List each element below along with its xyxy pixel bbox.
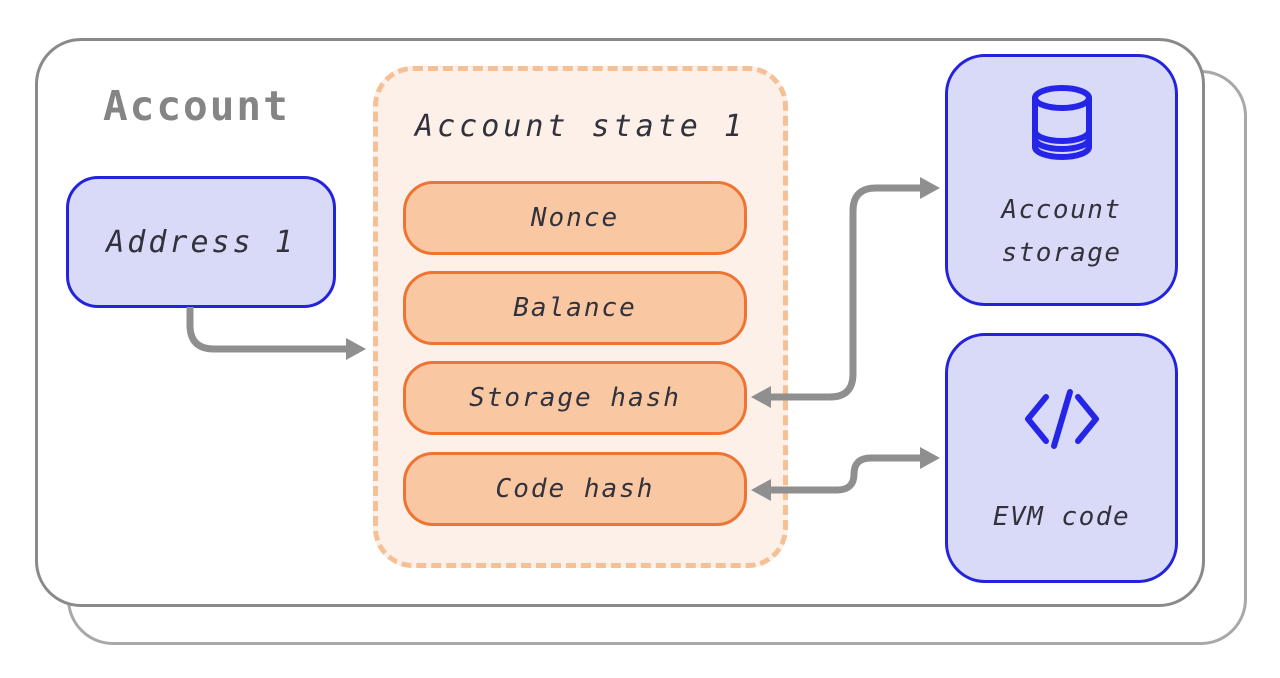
database-icon [1031,85,1092,160]
state-field-code-hash: Code hash [403,452,747,526]
account-state-title: Account state 1 [415,109,746,144]
state-field-label: Balance [513,293,637,323]
state-field-nonce: Nonce [403,181,747,255]
state-field-label: Code hash [495,474,655,504]
state-field-label: Nonce [530,203,620,233]
evm-code-box: EVM code [945,333,1178,583]
address-box: Address 1 [66,176,336,308]
address-label: Address 1 [106,224,296,260]
code-icon [1024,389,1099,449]
account-state-box: Account state 1 Nonce Balance Storage ha… [373,66,788,568]
evm-code-label: EVM code [992,502,1131,532]
account-title: Account [103,82,290,130]
state-field-balance: Balance [403,271,747,345]
state-field-label: Storage hash [469,383,681,413]
state-field-storage-hash: Storage hash [403,361,747,435]
account-storage-label: Account storage [1001,195,1122,268]
account-storage-box: Account storage [945,54,1178,306]
